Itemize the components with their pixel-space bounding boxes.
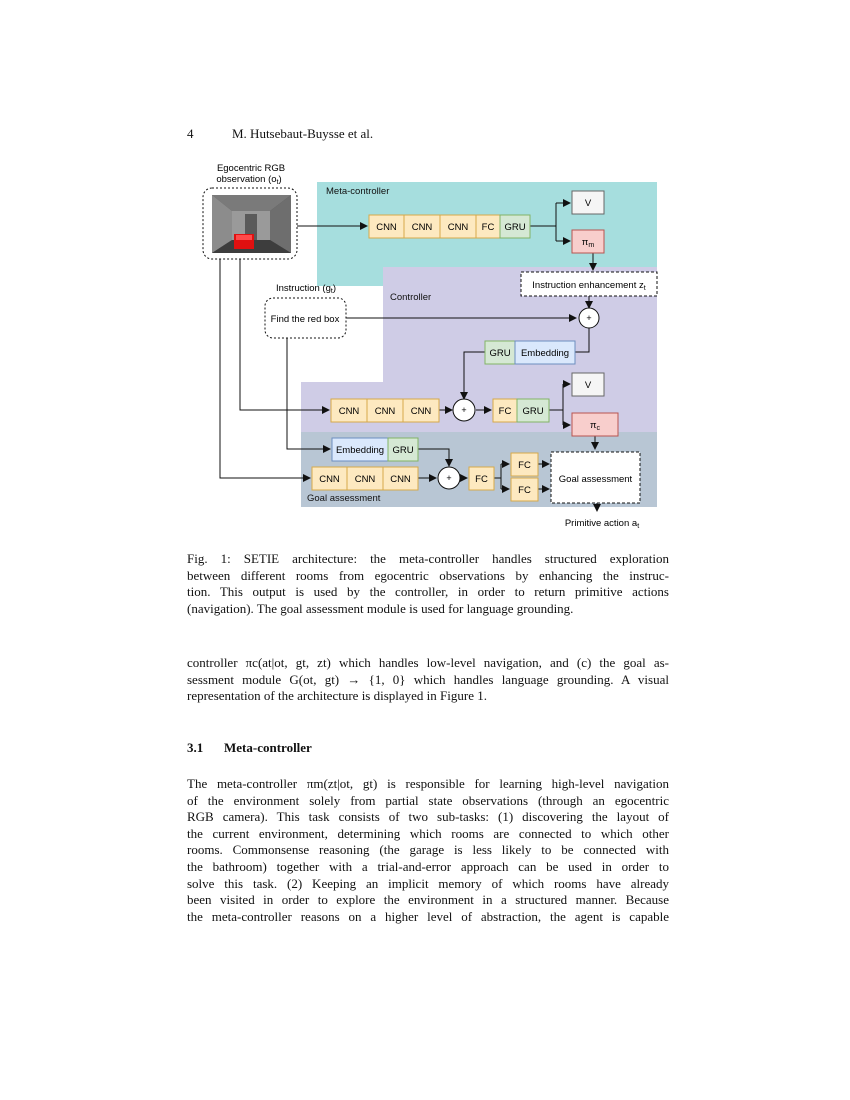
svg-text:CNN: CNN (448, 222, 469, 233)
meta-cnn-2: CNN (403, 214, 441, 239)
plus-node-1: + (578, 307, 600, 329)
body-line: RGB camera). This task consists of two s… (187, 809, 669, 825)
section-number: 3.1 (187, 740, 204, 755)
meta-cnn-3: CNN (439, 214, 477, 239)
primitive-action-label: Primitive action at (565, 518, 639, 530)
svg-text:CNN: CNN (390, 474, 411, 485)
caption-line: Fig. 1: SETIE architecture: the meta-con… (187, 551, 669, 566)
meta-fc: FC (475, 214, 501, 239)
svg-text:GRU: GRU (522, 406, 543, 417)
svg-text:+: + (461, 405, 466, 415)
caption-line: (navigation). The goal assessment module… (187, 600, 574, 616)
svg-text:CNN: CNN (319, 474, 340, 485)
svg-text:πm: πm (582, 237, 595, 249)
svg-text:CNN: CNN (375, 406, 396, 417)
body-line: rooms. Commonsense reasoning (the garage… (187, 842, 669, 858)
goal-assessment-box: Goal assessment (550, 451, 641, 504)
svg-text:GRU: GRU (392, 445, 413, 456)
architecture-figure: Meta-controller Controller Goal assessme… (202, 163, 658, 530)
controller-cnn-2: CNN (366, 398, 404, 423)
goal-gru: GRU (387, 437, 419, 462)
intro-paragraph: controller πc(at|ot, gt, zt) which handl… (187, 655, 669, 705)
body-line: the current environment, determining whi… (187, 825, 669, 841)
svg-text:GRU: GRU (504, 222, 525, 233)
body-line: sessment module G(ot, gt) → {1, 0} which… (187, 671, 669, 687)
goal-embedding: Embedding (331, 437, 389, 462)
caption-line: between different rooms from egocentric … (187, 567, 669, 583)
svg-text:V: V (585, 380, 592, 391)
body-line: controller πc(at|ot, gt, zt) which handl… (187, 655, 669, 670)
body-line: representation of the architecture is di… (187, 688, 487, 704)
controller-value-head: V (571, 372, 605, 397)
meta-value-head: V (571, 190, 605, 215)
body-line: been visited in order to explore the env… (187, 892, 669, 908)
svg-text:+: + (586, 313, 591, 323)
controller-fc: FC (492, 398, 518, 423)
observation-label-line1: Egocentric RGB (217, 163, 285, 174)
svg-text:Goal assessment: Goal assessment (559, 474, 633, 485)
svg-text:Instruction enhancement zt: Instruction enhancement zt (532, 280, 645, 292)
goal-cnn-3: CNN (382, 466, 419, 491)
controller-label: Controller (390, 292, 431, 303)
svg-text:Embedding: Embedding (521, 348, 569, 359)
plus-node-3: + (437, 466, 461, 490)
section-title: Meta-controller (224, 740, 312, 755)
svg-text:FC: FC (499, 406, 512, 417)
plus-node-2: + (452, 398, 476, 422)
svg-text:FC: FC (475, 474, 488, 485)
figure-caption: Fig. 1: SETIE architecture: the meta-con… (187, 551, 669, 617)
svg-text:FC: FC (482, 222, 495, 233)
meta-gru: GRU (499, 214, 531, 239)
observation-image (212, 195, 291, 253)
body-line: the meta-controller reasons on a higher … (187, 908, 669, 924)
section-heading: 3.1 Meta-controller (187, 740, 312, 756)
instruction-text: Find the red box (271, 314, 340, 325)
svg-text:CNN: CNN (376, 222, 397, 233)
observation-block: Egocentric RGB observation (ot) (202, 163, 298, 260)
svg-text:GRU: GRU (489, 348, 510, 359)
meta-policy-head: πm (571, 229, 605, 254)
running-head-authors: M. Hutsebaut-Buysse et al. (232, 126, 374, 141)
svg-text:V: V (585, 198, 592, 209)
meta-cnn-1: CNN (368, 214, 405, 239)
svg-text:CNN: CNN (355, 474, 376, 485)
meta-controller-label: Meta-controller (326, 186, 389, 197)
svg-text:CNN: CNN (411, 406, 432, 417)
svg-text:FC: FC (518, 485, 531, 496)
goal-assessment-region-label: Goal assessment (307, 493, 381, 504)
controller-cnn-3: CNN (402, 398, 440, 423)
controller-region (301, 267, 657, 432)
controller-cnn-1: CNN (330, 398, 368, 423)
goal-cnn-2: CNN (346, 466, 384, 491)
body-line: solve this task. (2) Keeping an implicit… (187, 875, 669, 891)
goal-fc-upper: FC (510, 452, 539, 477)
svg-text:CNN: CNN (412, 222, 433, 233)
caption-line: tion. This output is used by the control… (187, 584, 669, 599)
body-line: of the environment solely from partial s… (187, 792, 669, 808)
goal-fc-lower: FC (510, 477, 539, 502)
svg-text:Embedding: Embedding (336, 445, 384, 456)
controller-policy-head: πc (571, 412, 619, 437)
controller-embedding: Embedding (514, 340, 576, 365)
page-number: 4 (187, 126, 194, 141)
instruction-label: Instruction (gt) (276, 283, 336, 295)
goal-cnn-1: CNN (311, 466, 348, 491)
observation-label-line2: observation (ot) (216, 174, 281, 186)
svg-text:CNN: CNN (339, 406, 360, 417)
instruction-enhancement-box: Instruction enhancement zt (520, 271, 658, 297)
goal-fc: FC (468, 466, 495, 491)
svg-text:FC: FC (518, 460, 531, 471)
instruction-block: Instruction (gt) Find the red box (264, 283, 347, 339)
controller-gru: GRU (516, 398, 550, 423)
controller-gru-instruction: GRU (484, 340, 516, 365)
body-line: the bathroom) together with a trial-and-… (187, 858, 669, 874)
svg-text:+: + (446, 473, 451, 483)
section-paragraph: The meta-controller πm(zt|ot, gt) is res… (187, 776, 669, 925)
svg-text:πc: πc (590, 420, 601, 432)
body-line: The meta-controller πm(zt|ot, gt) is res… (187, 776, 669, 791)
